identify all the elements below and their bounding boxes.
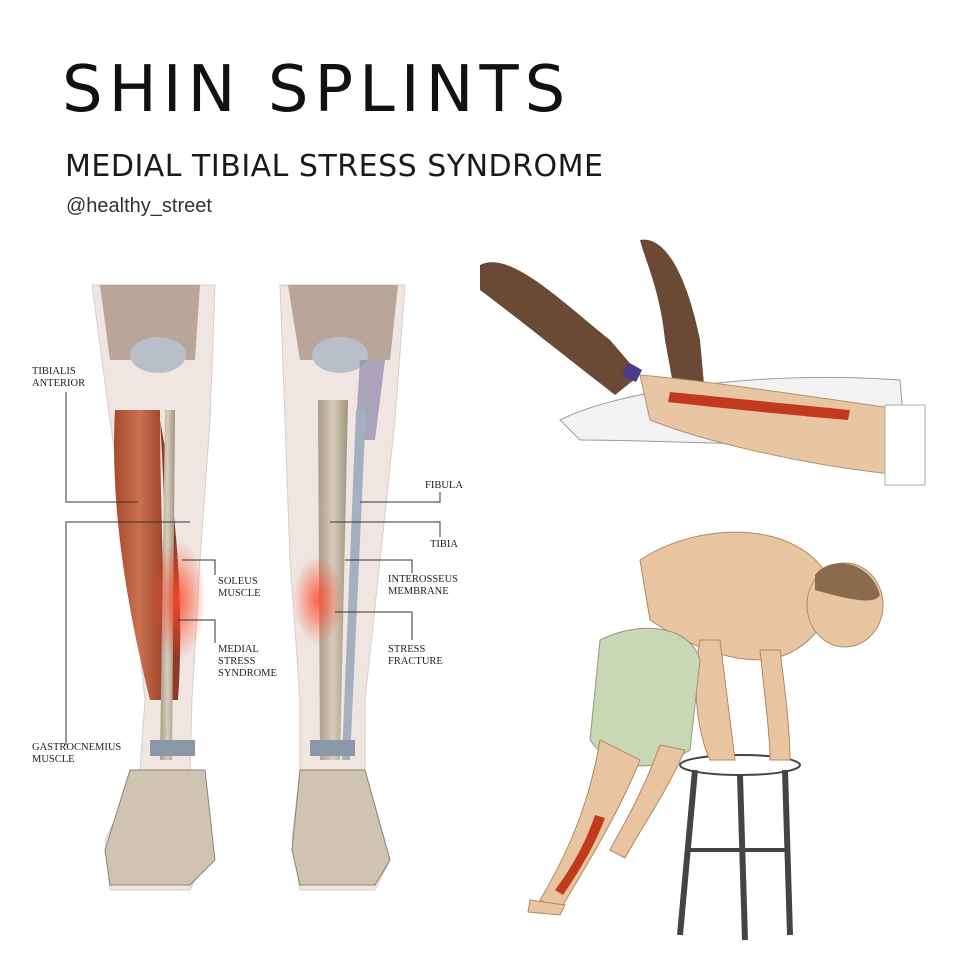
massage-illustration [480, 239, 926, 486]
label-tibialis-anterior: TIBIALIS ANTERIOR [32, 366, 86, 389]
page-title: SHIN SPLINTS [62, 53, 572, 127]
label-gastrocnemius-muscle: GASTROCNEMIUS MUSCLE [32, 742, 122, 765]
page-subtitle: MEDIAL TIBIAL STRESS SYNDROME [65, 149, 604, 184]
leader-soleus [182, 559, 216, 575]
label-tibia: TIBIA [430, 539, 458, 550]
left-leg-muscle-illustration [91, 284, 216, 891]
label-stress-fracture: STRESS FRACTURE [388, 644, 443, 667]
label-medial-stress-syndrome: MEDIAL STRESS SYNDROME [218, 644, 277, 679]
leader-fibula [360, 492, 441, 503]
leader-stress-fracture [335, 611, 413, 640]
right-leg-bone-illustration [279, 284, 406, 891]
leader-tibialis-anterior [65, 392, 138, 503]
leader-medial-stress [178, 619, 216, 643]
label-interosseus-membrane: INTEROSSEUS MEMBRANE [388, 574, 459, 597]
label-leader-lines [65, 392, 441, 745]
leader-tibia [330, 521, 441, 537]
label-soleus-muscle: SOLEUS MUSCLE [218, 576, 261, 599]
leader-interosseus [345, 559, 413, 573]
label-fibula: FIBULA [425, 480, 463, 491]
stretch-illustration [527, 531, 884, 941]
author-handle: @healthy_street [66, 195, 212, 217]
leader-gastrocnemius [65, 521, 190, 745]
